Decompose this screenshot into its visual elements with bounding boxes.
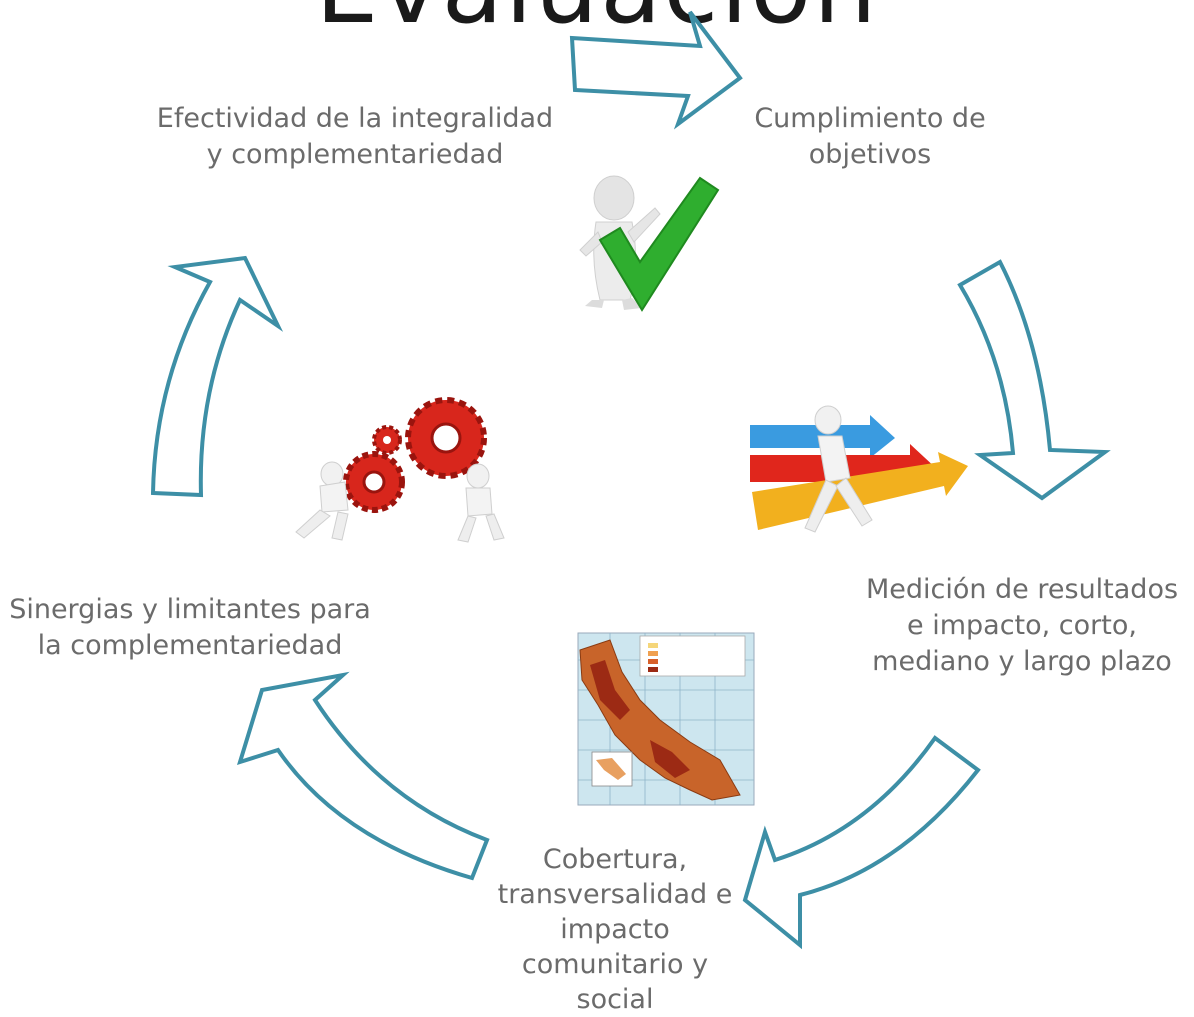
arrow-left	[150, 255, 284, 498]
arrow-right	[957, 259, 1111, 501]
arrow-top	[569, 10, 743, 130]
gear-large	[405, 397, 487, 479]
arrow-lower-right	[742, 735, 981, 950]
gear-medium	[343, 451, 405, 513]
runner-figure	[804, 405, 873, 533]
stage-label-objectives: Cumplimiento de objetivos	[754, 103, 986, 170]
stage-label-results: Medición de resultados e impacto, corto,…	[865, 574, 1179, 677]
stage-label-coverage: Cobertura, transversalidad e impacto com…	[497, 844, 733, 1015]
stage-label-effectiveness: Efectividad de la integralidad y complem…	[156, 103, 554, 170]
person-right	[457, 463, 505, 543]
arrow-lower-left	[236, 671, 490, 881]
gear-small	[372, 425, 402, 455]
checkmark-shape	[598, 176, 720, 312]
diagram-title: Evaluación	[0, 0, 1194, 38]
person-left	[295, 461, 349, 541]
stage-label-synergies: Sinergias y limitantes para la complemen…	[9, 594, 371, 661]
